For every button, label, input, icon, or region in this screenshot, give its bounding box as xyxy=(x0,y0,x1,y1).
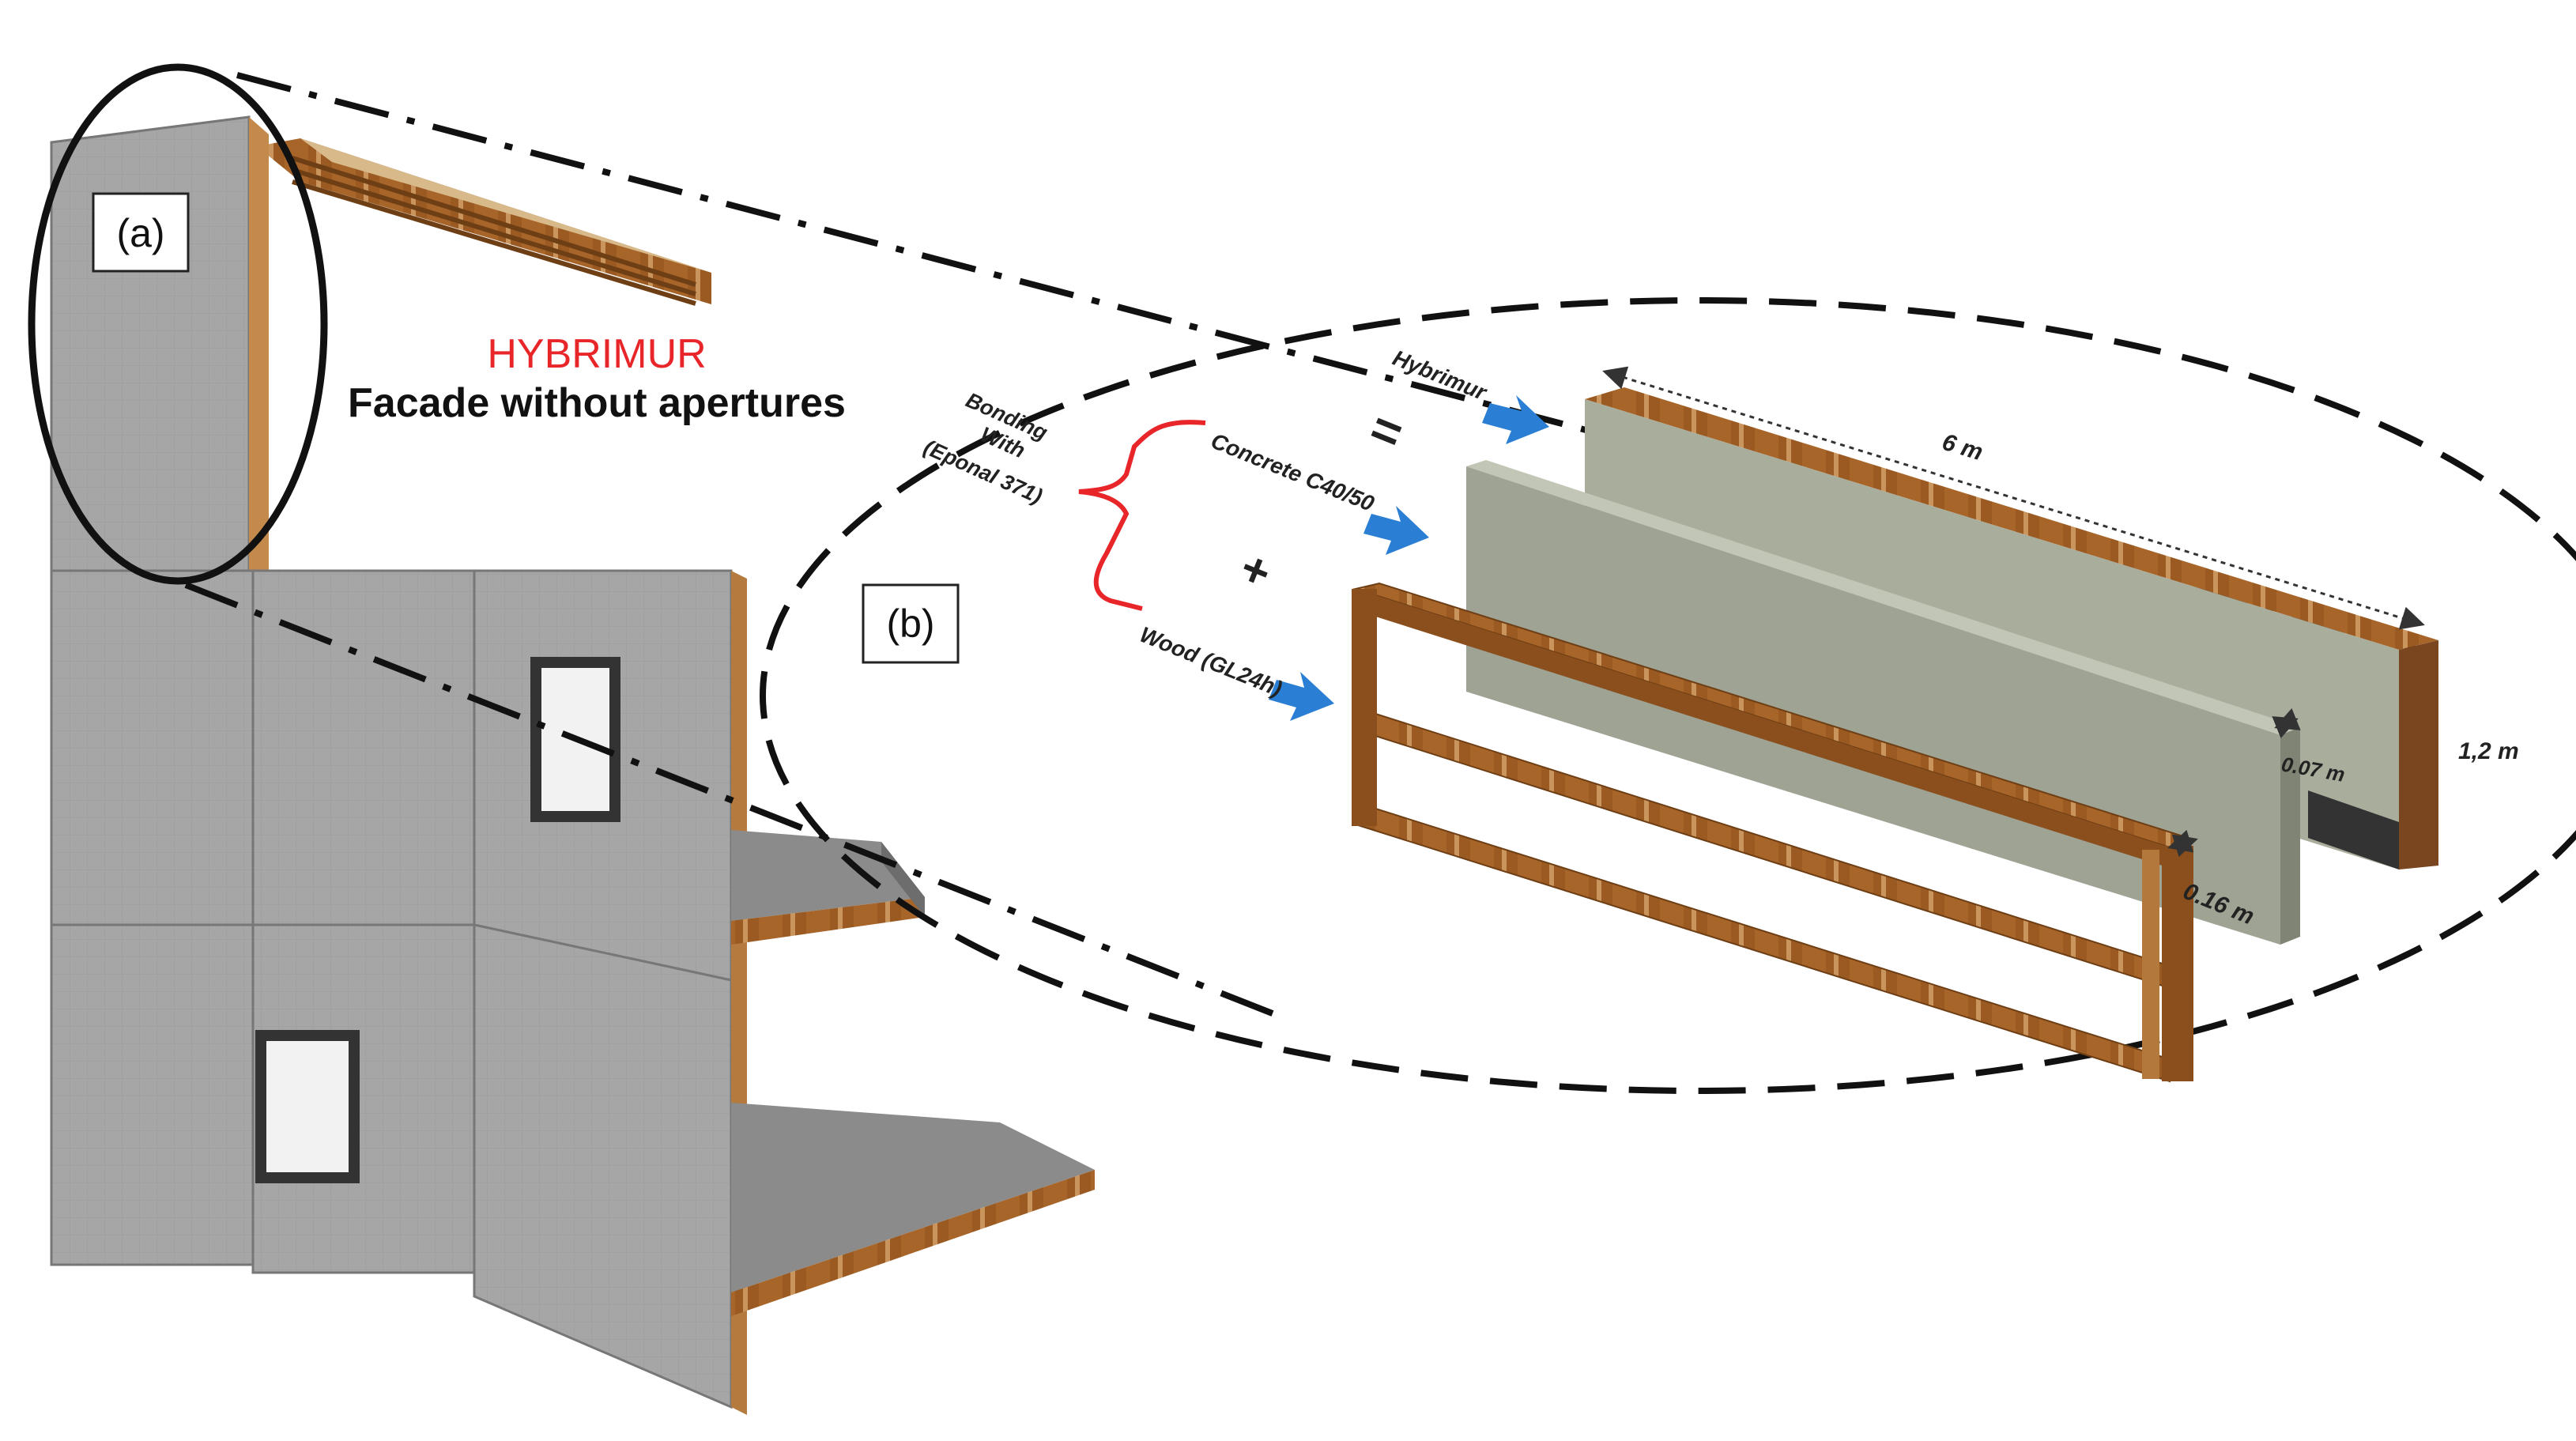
plus-sign: + xyxy=(1232,540,1278,599)
facade-panel-top xyxy=(50,115,251,572)
highlight-ellipse-a xyxy=(28,63,328,585)
panel-b-label-box: (b) xyxy=(862,583,960,664)
title-hybrimur: HYBRIMUR xyxy=(487,331,706,377)
highlight-ellipse-b xyxy=(760,297,2576,1094)
wood-frame-left-stud xyxy=(1352,589,1377,826)
building-3d-view xyxy=(50,115,1095,1415)
dim-line-wood-thickness xyxy=(2167,829,2198,858)
floor-slab-low-top xyxy=(731,1103,1095,1292)
panel-b-label: (b) xyxy=(886,602,934,646)
floor-slab-low-edge xyxy=(731,1170,1095,1316)
dimension-lines xyxy=(1602,366,2425,858)
dim-height-label: 1,2 m xyxy=(2458,738,2519,764)
leader-line-bottom xyxy=(184,582,1290,1023)
arrow-hybrimur xyxy=(1482,395,1549,444)
dim-line-length xyxy=(1602,366,2425,630)
roof-slab-top xyxy=(300,138,711,273)
panel-a-label-box: (a) xyxy=(92,192,190,273)
label-hybrimur: Hybrimur xyxy=(1390,345,1492,406)
label-wood: Wood (GL24h) xyxy=(1137,622,1286,701)
composition-arrows xyxy=(1269,395,1549,721)
facade-panel-low-3 xyxy=(473,923,733,1409)
arrow-concrete xyxy=(1363,506,1429,555)
window-lower xyxy=(255,1030,360,1183)
wood-frame-top-rail-face xyxy=(1356,589,2170,868)
dim-length-label: 6 m xyxy=(1939,429,1986,466)
label-concrete: Concrete C40/50 xyxy=(1208,428,1378,516)
facade-panel-low-1 xyxy=(50,923,255,1266)
roof-joists xyxy=(292,156,696,306)
title-subtitle: Facade without apertures xyxy=(348,380,846,426)
equals-sign: = xyxy=(1361,398,1410,462)
panel-a-label: (a) xyxy=(116,211,164,255)
bonding-brace xyxy=(1078,420,1206,611)
wood-frame-right-stud xyxy=(2162,846,2193,1081)
facade-panel-mid-2 xyxy=(251,569,476,926)
wood-frame xyxy=(1352,582,2197,1083)
floor-slab-mid-edge xyxy=(731,897,925,945)
floor-slab-mid-top xyxy=(731,830,925,921)
arrow-wood xyxy=(1269,672,1334,721)
dim-line-concrete-thickness xyxy=(2272,708,2301,738)
facade-panel-top-edge xyxy=(249,117,269,571)
facade-panel-mid-1 xyxy=(50,569,255,926)
